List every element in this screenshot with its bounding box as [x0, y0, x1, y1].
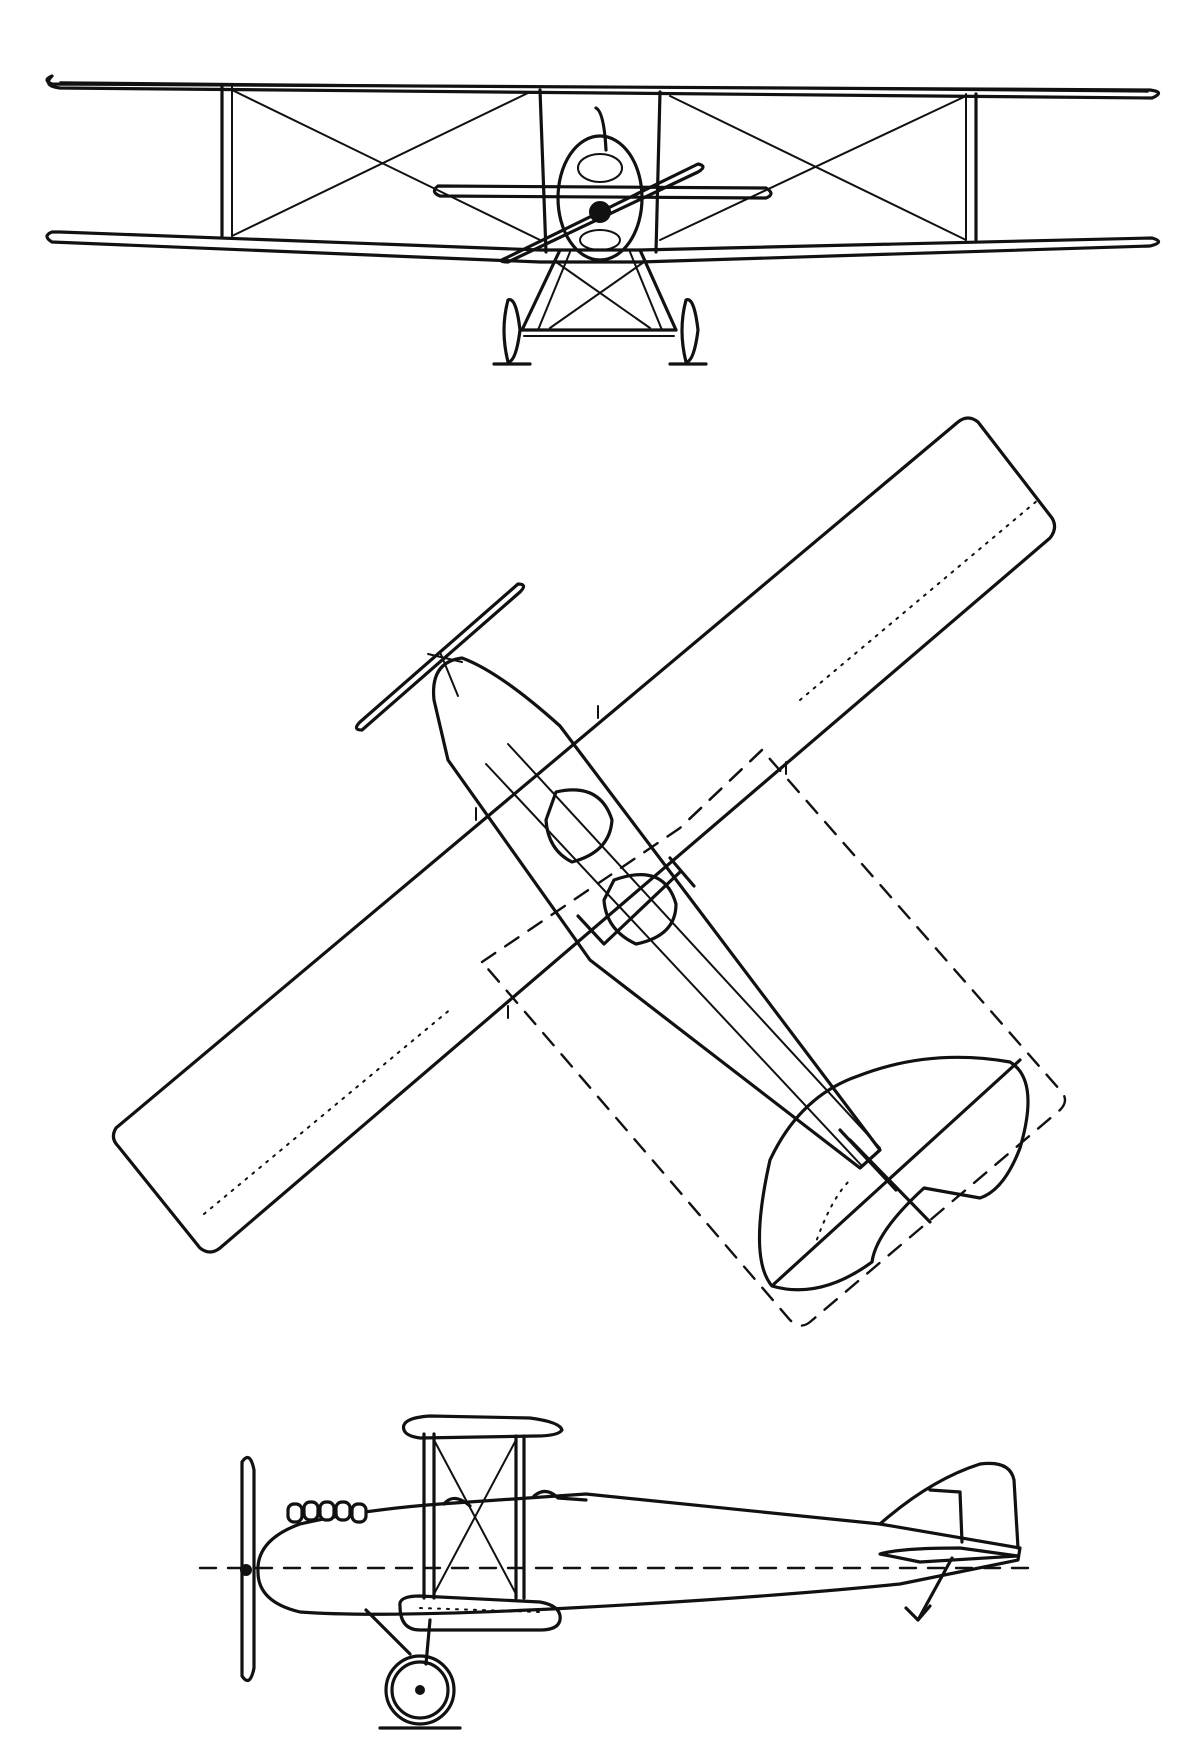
- front-wheel-left: [502, 298, 522, 364]
- front-tailplane: [432, 184, 773, 200]
- front-lower-wing: [45, 230, 1161, 264]
- front-fin: [594, 106, 608, 152]
- front-propeller: [499, 162, 705, 264]
- side-engine-cylinders: [286, 1500, 368, 1524]
- front-upper-wing: [45, 74, 1161, 100]
- side-fuselage: [256, 1492, 1022, 1616]
- side-tailplane: [878, 1546, 1020, 1564]
- top-aileron-left: [203, 1007, 453, 1215]
- top-propeller: [354, 582, 526, 732]
- front-landing-gear: [492, 248, 708, 366]
- top-view: [111, 416, 1067, 1327]
- top-upper-wing: [111, 416, 1057, 1254]
- front-propeller-hub: [589, 201, 611, 223]
- side-lower-wing: [398, 1594, 562, 1632]
- side-upper-wing: [401, 1414, 564, 1440]
- top-tailplane: [757, 1055, 1030, 1292]
- side-view: [198, 1414, 1042, 1730]
- front-wheel-right: [680, 298, 700, 364]
- side-wheel: [384, 1654, 456, 1726]
- front-view: [45, 74, 1161, 366]
- top-fuselage: [431, 656, 882, 1170]
- front-interplane-struts: [220, 84, 978, 242]
- top-aileron-right: [799, 499, 1039, 701]
- side-propeller: [240, 1455, 256, 1683]
- front-bracing-wires: [231, 89, 967, 241]
- top-tailplane-hinge: [772, 1058, 1022, 1286]
- top-lower-wing-outline: [480, 748, 1067, 1327]
- side-fin: [878, 1461, 1020, 1550]
- top-cockpit-rear: [602, 873, 678, 946]
- top-cockpit-front: [544, 788, 614, 864]
